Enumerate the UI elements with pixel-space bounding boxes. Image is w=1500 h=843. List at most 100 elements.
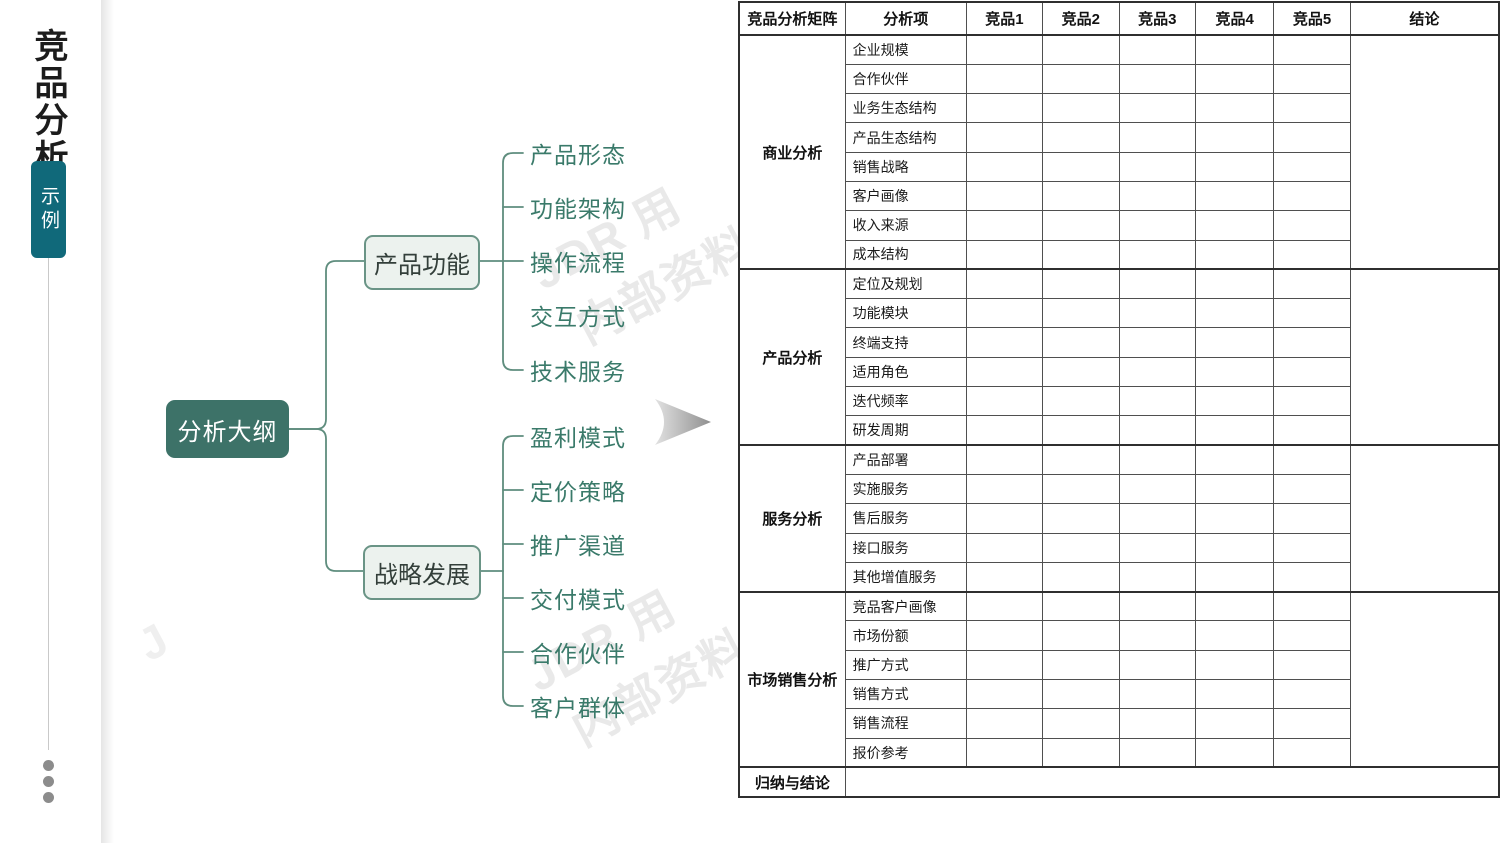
competitor-value-cell [1194, 444, 1275, 475]
competitor-value-cell [1194, 415, 1275, 446]
table-row: 终端支持 [739, 327, 1499, 358]
competitor-value-cell [1273, 561, 1351, 593]
table-body: 商业分析企业规模合作伙伴业务生态结构产品生态结构销售战略客户画像收入来源成本结构… [738, 33, 1500, 798]
competitor-value-cell [1194, 561, 1275, 593]
analysis-item-cell: 实施服务 [844, 473, 967, 505]
competitor-value-cell [1273, 444, 1351, 475]
competitor-value-cell [1118, 561, 1196, 593]
competitor-value-cell [1118, 210, 1196, 241]
competitor-value-cell [1194, 63, 1275, 95]
competitor-value-cell [1194, 93, 1275, 124]
analysis-item-cell: 报价参考 [844, 737, 967, 768]
competitor-value-cell [965, 151, 1044, 182]
competitor-value-cell [965, 386, 1044, 417]
competitor-value-cell [1118, 356, 1196, 388]
group-label-cell: 市场销售分析 [738, 590, 846, 768]
table-header-cell: 结论 [1349, 1, 1500, 36]
analysis-item-cell: 合作伙伴 [844, 63, 967, 95]
mindmap-leaf: 推广渠道 [530, 533, 626, 559]
competitor-value-cell [1042, 590, 1120, 622]
table-row: 商业分析企业规模 [738, 33, 1500, 270]
analysis-item-cell: 成本结构 [844, 239, 967, 270]
mindmap-leaf: 交互方式 [530, 304, 626, 330]
competitor-value-cell [1042, 180, 1120, 212]
competitor-value-cell [1273, 590, 1351, 622]
competitor-value-cell [1194, 33, 1275, 65]
competitor-value-cell [965, 327, 1044, 358]
competitor-value-cell [965, 620, 1044, 651]
competitor-value-cell [1042, 444, 1120, 475]
competitor-value-cell [1194, 239, 1275, 270]
analysis-item-cell: 客户画像 [844, 180, 967, 212]
competitor-value-cell [1273, 649, 1351, 681]
analysis-item-cell: 销售方式 [844, 679, 967, 710]
competitor-value-cell [1118, 473, 1196, 505]
mindmap-leaf: 交付模式 [530, 587, 626, 613]
analysis-item-cell: 竞品客户画像 [844, 590, 967, 622]
table-row: 研发周期 [739, 415, 1499, 446]
competitor-value-cell [1042, 386, 1120, 417]
competitor-value-cell [1273, 679, 1351, 710]
competitor-value-cell [965, 268, 1044, 300]
analysis-item-cell: 产品生态结构 [844, 122, 967, 153]
table-row: 合作伙伴 [739, 63, 1499, 95]
table-header-cell: 竞品4 [1194, 1, 1275, 36]
competitor-value-cell [965, 532, 1044, 563]
analysis-item-cell: 业务生态结构 [844, 93, 967, 124]
table-row: 客户画像 [739, 180, 1499, 212]
competitor-value-cell [1118, 239, 1196, 270]
competitor-value-cell [1118, 590, 1196, 622]
competitor-value-cell [1042, 210, 1120, 241]
competitor-value-cell [1042, 327, 1120, 358]
mindmap-leaf: 定价策略 [530, 479, 626, 505]
competitor-value-cell [1042, 298, 1120, 329]
competitor-value-cell [965, 122, 1044, 153]
mindmap-leaf: 盈利模式 [530, 425, 626, 451]
analysis-item-cell: 企业规模 [844, 33, 967, 65]
analysis-item-cell: 售后服务 [844, 503, 967, 534]
competitor-value-cell [1042, 679, 1120, 710]
conclusion-cell [1349, 444, 1500, 593]
group-label-cell: 产品分析 [738, 268, 846, 446]
table-row: 市场销售分析竞品客户画像 [738, 590, 1500, 768]
competitor-value-cell [1273, 210, 1351, 241]
analysis-item-cell: 功能模块 [844, 298, 967, 329]
competitor-value-cell [1194, 122, 1275, 153]
mindmap-leaf: 功能架构 [530, 196, 626, 222]
competitor-value-cell [1118, 180, 1196, 212]
table-row: 销售流程 [739, 708, 1499, 739]
competitor-value-cell [965, 444, 1044, 475]
table-row: 适用角色 [739, 356, 1499, 388]
competitor-value-cell [1194, 210, 1275, 241]
competitor-value-cell [1118, 327, 1196, 358]
analysis-item-cell: 适用角色 [844, 356, 967, 388]
analysis-item-cell: 其他增值服务 [844, 561, 967, 593]
table-row: 销售方式 [739, 679, 1499, 710]
competitor-value-cell [965, 503, 1044, 534]
competitor-value-cell [1194, 503, 1275, 534]
page-edge-shadow [101, 0, 114, 843]
nav-dot [43, 792, 54, 803]
competitor-value-cell [1118, 386, 1196, 417]
competitor-value-cell [965, 737, 1044, 768]
competitor-value-cell [1118, 503, 1196, 534]
summary-label-cell: 归纳与结论 [738, 766, 846, 798]
analysis-item-cell: 迭代频率 [844, 386, 967, 417]
table-header-cell: 竞品分析矩阵 [738, 1, 846, 36]
table-row: 其他增值服务 [739, 561, 1499, 593]
competitor-value-cell [965, 473, 1044, 505]
table-row: 报价参考 [739, 737, 1499, 768]
competitor-value-cell [1118, 620, 1196, 651]
competitor-value-cell [1273, 180, 1351, 212]
nav-dot [43, 760, 54, 771]
competitor-value-cell [965, 649, 1044, 681]
mindmap-branch-node: 战略发展 [363, 545, 481, 600]
competitor-value-cell [1194, 356, 1275, 388]
table-row: 市场份额 [739, 620, 1499, 651]
table-row: 推广方式 [739, 649, 1499, 681]
competitor-value-cell [1042, 268, 1120, 300]
competitor-value-cell [1273, 239, 1351, 270]
